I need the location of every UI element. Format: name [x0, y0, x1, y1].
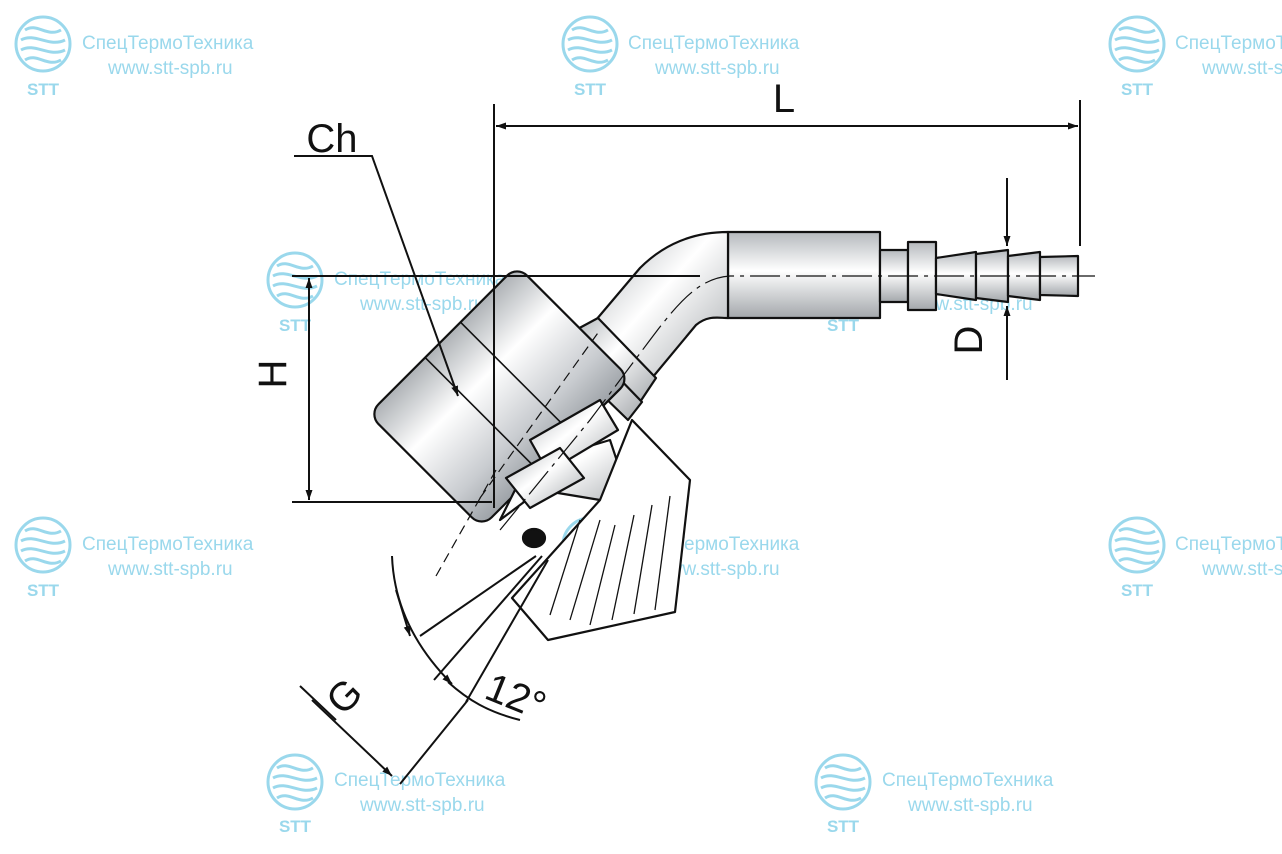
angle-arrow: [395, 589, 411, 637]
tube-shank: [726, 230, 882, 320]
stt-wave-logo-icon: [266, 251, 324, 309]
angle-ray-1: [433, 555, 543, 681]
watermark-company: СпецТермоТехника: [1175, 534, 1282, 555]
o-ring: [521, 527, 547, 549]
stt-wave-logo-icon: [14, 15, 72, 73]
watermark: STT СпецТермоТехника www.stt-spb.ru: [814, 753, 1054, 836]
centerline: [499, 275, 1095, 531]
watermark: STT СпецТермоТехника www.stt-spb.ru: [1108, 516, 1282, 600]
watermark: STT СпецТермоТехника www.stt-spb.ru: [14, 15, 254, 99]
watermark-url: www.stt-spb.ru: [907, 795, 1033, 816]
label-g: G: [318, 670, 371, 723]
extension-line-g-3: [399, 699, 469, 785]
watermark-url: www.stt-spb.ru: [1201, 559, 1282, 580]
watermark-layer: STT СпецТермоТехника www.stt-spb.ru STT …: [14, 15, 1282, 836]
watermark-logo-text: STT: [574, 80, 607, 99]
seat-ring-2: [504, 446, 586, 510]
extension-line-g-2: [419, 555, 537, 637]
watermark-url: www.stt-spb.ru: [359, 294, 485, 315]
extension-line-g-1: [299, 685, 337, 721]
watermark-company: СпецТермоТехника: [334, 770, 506, 791]
watermark-url: www.stt-spb.ru: [654, 58, 780, 79]
tube-bend: [594, 230, 730, 380]
label-d: D: [947, 326, 991, 355]
watermark-company: СпецТермоТехника: [82, 534, 254, 555]
dimension-line-g: [311, 699, 393, 777]
watermark-logo-text: STT: [1121, 581, 1154, 600]
watermark-url: www.stt-spb.ru: [654, 559, 780, 580]
fitting-body: [373, 230, 1095, 642]
watermark: STT СпецТермоТехника www.stt-spb.ru: [561, 15, 800, 99]
watermark: STT СпецТермоТехника www.stt-spb.ru: [266, 251, 506, 335]
watermark: STT СпецТермоТехника www.stt-spb.ru: [14, 516, 254, 600]
watermark-logo-text: STT: [827, 817, 860, 836]
stt-wave-logo-icon: [561, 15, 619, 73]
leader-ch: [294, 155, 459, 397]
watermark-url: www.stt-spb.ru: [1201, 58, 1282, 79]
dimension-layer: [292, 100, 1081, 785]
watermark-company: СпецТермоТехника: [82, 33, 254, 54]
angle-ray-2: [465, 559, 549, 703]
stt-wave-logo-icon: [1108, 15, 1166, 73]
watermark-logo-text: STT: [279, 817, 312, 836]
label-ch: Ch: [306, 117, 357, 161]
watermark-url: www.stt-spb.ru: [107, 559, 233, 580]
nut-section: [510, 418, 692, 642]
stt-wave-logo-icon: [814, 753, 872, 811]
stt-wave-logo-icon: [1108, 516, 1166, 574]
bore-hidden-line: [435, 329, 601, 577]
angle-arc: [391, 555, 453, 685]
watermark-url: www.stt-spb.ru: [359, 795, 485, 816]
stt-wave-logo-icon: [266, 753, 324, 811]
watermark-url: www.stt-spb.ru: [107, 58, 233, 79]
watermark-company: СпецТермоТехника: [882, 770, 1054, 791]
label-h: H: [251, 360, 295, 389]
label-angle: 12°: [479, 665, 552, 728]
label-l: L: [773, 77, 795, 121]
watermark-logo-text: STT: [27, 581, 60, 600]
angle-arc-outer: [447, 681, 521, 721]
watermark-logo-text: STT: [279, 316, 312, 335]
watermark-logo-text: STT: [1121, 80, 1154, 99]
stt-wave-logo-icon: [14, 516, 72, 574]
watermark-company: СпецТермоТехника: [628, 33, 800, 54]
watermark-company: СпецТермоТехника: [334, 269, 506, 290]
watermark-company: СпецТермоТехника: [1175, 33, 1282, 54]
watermark-logo-text: STT: [27, 80, 60, 99]
watermark: STT СпецТермоТехника www.stt-spb.ru: [266, 753, 506, 836]
watermark-logo-text: STT: [827, 316, 860, 335]
watermark: STT СпецТермоТехника www.stt-spb.ru: [1108, 15, 1282, 99]
